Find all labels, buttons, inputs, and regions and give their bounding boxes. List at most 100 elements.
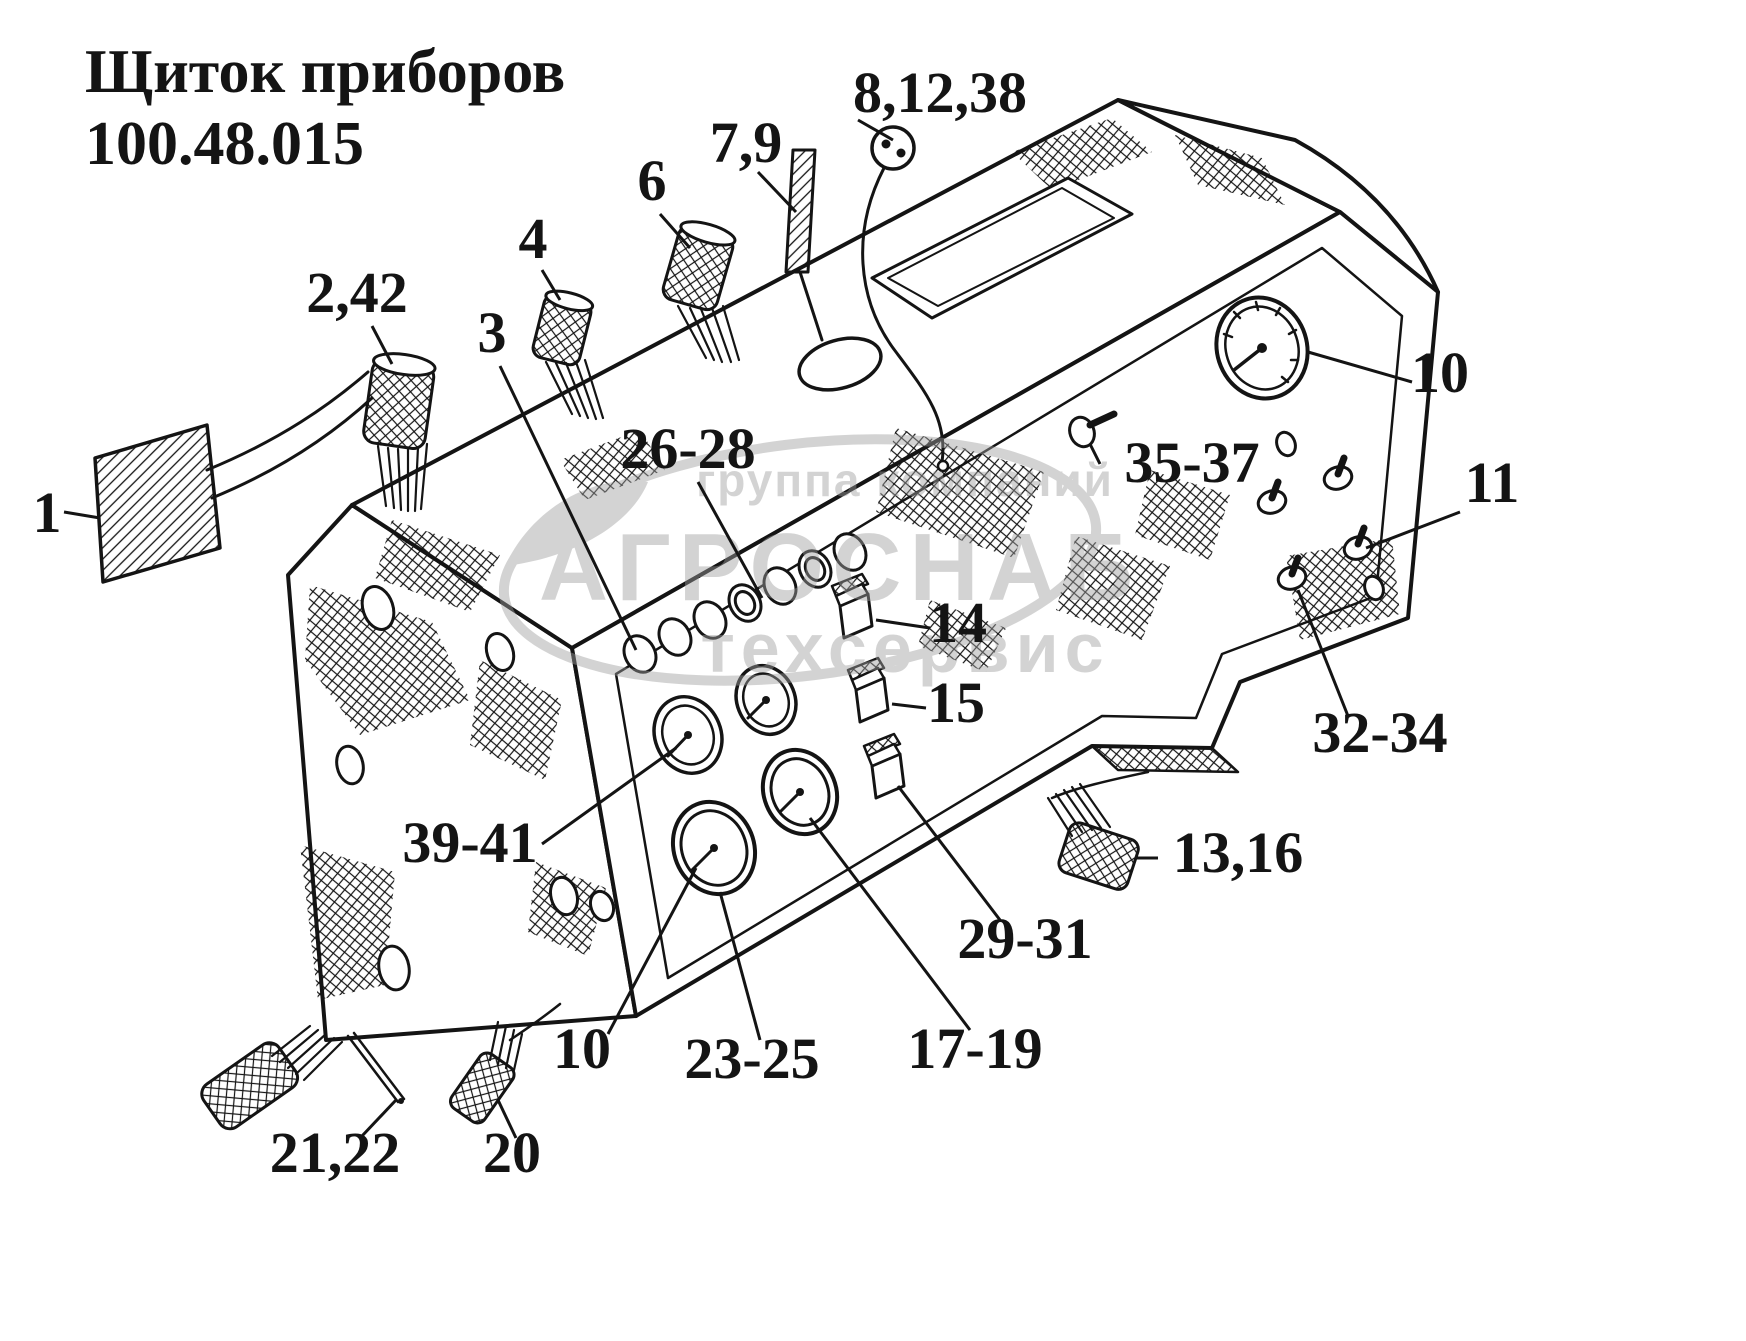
mounting-hole [549, 875, 579, 917]
knob [1322, 454, 1354, 491]
plate-wire-1 [205, 370, 370, 472]
bezel-ring-10 [679, 809, 749, 887]
wire-brush [376, 442, 429, 513]
watermark: группа компаний АГРОСНАБ техсервис [498, 434, 1141, 687]
hatch-patch [1175, 135, 1285, 205]
switch-29-31 [862, 732, 906, 800]
callout-1: 1 [33, 480, 62, 545]
callout-20: 20 [483, 1120, 541, 1185]
connector-2-42 [362, 352, 437, 513]
hatch-patch [1286, 538, 1400, 640]
connector-13-16 [1046, 770, 1150, 891]
panel-right-face [1116, 98, 1440, 294]
hatch-patch [375, 520, 500, 612]
callout-17-19: 17-19 [907, 1016, 1042, 1081]
switch-15 [846, 656, 890, 724]
callout-21-22: 21,22 [270, 1120, 401, 1185]
callout-39-41: 39-41 [402, 810, 537, 875]
figure-title-line-1: Щиток приборов [85, 38, 565, 106]
gauge-ticks [1222, 300, 1300, 384]
watermark-ellipse [498, 434, 1102, 686]
leader-32-34 [1296, 589, 1350, 717]
leader-21-22 [360, 1098, 398, 1138]
knob-11 [1342, 524, 1374, 561]
callout-10-right: 10 [1411, 340, 1469, 405]
mounting-hole [588, 889, 616, 923]
leader-23-25 [718, 891, 762, 1041]
hatch-patch [300, 845, 395, 1000]
knob-32-34 [1276, 554, 1308, 591]
gauge-39-41 [652, 695, 724, 775]
mounting-hole [335, 744, 365, 786]
hatch-patch [470, 660, 562, 780]
connector-20 [448, 1002, 562, 1125]
wire-brush [270, 1024, 344, 1082]
hatch-patch [305, 585, 470, 735]
knob [1256, 478, 1288, 515]
mounting-hole [484, 631, 516, 673]
part-plate-1 [93, 370, 374, 584]
hatch-patch [918, 600, 1006, 672]
leader-11 [1365, 510, 1461, 550]
callout-15: 15 [927, 670, 985, 735]
leader-39-41 [541, 746, 677, 846]
knob-cluster-right [1256, 430, 1385, 602]
figure-title: Щиток приборов 100.48.015 [85, 38, 565, 178]
switch-14 [830, 572, 874, 640]
rod-21-22 [346, 1031, 406, 1104]
small-hole [1275, 430, 1297, 458]
small-hole [1363, 574, 1385, 602]
callout-4: 4 [519, 206, 548, 271]
leader-6 [658, 213, 692, 249]
leader-15 [891, 702, 927, 710]
rod-7-9 [784, 148, 824, 342]
callout-8-12-38: 8,12,38 [853, 60, 1027, 125]
wire-brush [676, 304, 741, 364]
callout-6: 6 [638, 148, 667, 213]
watermark-line-2: АГРОСНАБ [539, 514, 1141, 621]
leader-35-37 [1088, 443, 1102, 465]
connector-8-12-38 [861, 125, 950, 473]
leader-8-12-38 [857, 118, 894, 142]
connector-wire [861, 166, 945, 464]
figure-title-line-2: 100.48.015 [85, 110, 364, 178]
watermark-line-1: группа компаний [696, 454, 1114, 506]
gauge-needle [690, 846, 716, 872]
callout-26-28: 26-28 [620, 416, 755, 481]
gauge-10-right [1214, 295, 1310, 401]
hatch-patch [1056, 536, 1170, 640]
leader-17-19 [808, 817, 972, 1031]
callout-35-37: 35-37 [1124, 430, 1259, 495]
mounting-hole [360, 585, 396, 631]
gauge-needle [746, 698, 768, 720]
front-recess-outline [614, 246, 1404, 980]
callout-14: 14 [929, 590, 987, 655]
instrument-panel-drawing [93, 98, 1440, 1131]
mounting-hole [377, 944, 411, 992]
leader-1 [63, 510, 101, 520]
leader-14 [875, 618, 931, 630]
callout-11: 11 [1465, 450, 1520, 515]
callout-23-25: 23-25 [684, 1026, 819, 1091]
bottom-step-ledge [1090, 744, 1240, 774]
callout-2-42: 2,42 [306, 260, 408, 325]
wire-brush [544, 358, 605, 421]
gauge-upper-middle [734, 664, 798, 736]
callout-7-9: 7,9 [710, 110, 783, 175]
hatch-patch [1135, 470, 1230, 560]
stud-35-37 [1068, 410, 1118, 449]
connector-6 [661, 220, 741, 364]
panel-left-face [286, 503, 638, 1042]
hatch-patch [876, 428, 1044, 558]
callout-13-16: 13,16 [1173, 820, 1304, 885]
wire-brush [488, 1020, 524, 1072]
plate-wire-2 [210, 396, 374, 500]
wire-brush [1046, 782, 1112, 838]
top-rect-cutout [870, 176, 1134, 320]
leader-7-9 [756, 170, 798, 214]
callout-32-34: 32-34 [1312, 700, 1447, 765]
leader-lines [63, 118, 1461, 1139]
leader-20 [496, 1099, 518, 1139]
callout-10-bottom: 10 [553, 1016, 611, 1081]
leader-10-right [1307, 350, 1413, 384]
